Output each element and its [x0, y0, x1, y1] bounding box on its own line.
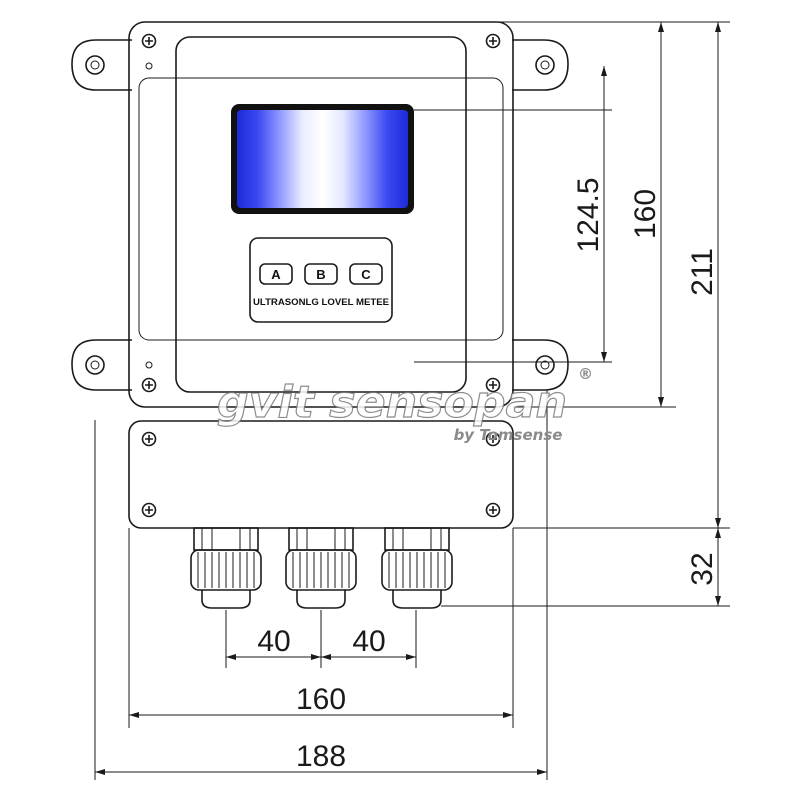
indicator-hole	[145, 62, 153, 70]
upper-housing-lid	[175, 36, 467, 393]
dimension-lines	[95, 22, 721, 775]
dim-label-width-inner: 160	[296, 683, 346, 716]
indicator-hole	[145, 361, 153, 369]
screw-icon	[141, 377, 157, 393]
screw-icon	[141, 502, 157, 518]
dim-label-height-upper: 160	[629, 189, 662, 239]
lcd-screen	[237, 110, 408, 208]
screw-icon	[141, 33, 157, 49]
cable-gland-middle	[285, 527, 357, 609]
mounting-ear-top-left	[71, 39, 132, 91]
upper-housing-inner	[138, 77, 504, 341]
cable-gland-right	[381, 527, 453, 609]
keypad-panel	[249, 237, 393, 323]
screw-icon	[485, 502, 501, 518]
screw-icon	[485, 431, 501, 447]
button-b-label: B	[316, 267, 325, 282]
screw-icon	[485, 377, 501, 393]
mounting-ear-bottom-left	[71, 339, 132, 391]
dim-label-height-glands: 32	[686, 552, 719, 585]
screw-icon	[485, 33, 501, 49]
mounting-ear-top-right	[512, 39, 569, 91]
button-c[interactable]: C	[349, 263, 383, 285]
button-c-label: C	[361, 267, 371, 282]
dim-label-spacing-right: 40	[352, 625, 385, 658]
dim-label-height-total: 211	[686, 248, 719, 296]
cable-gland-left	[190, 527, 262, 609]
screw-icon	[141, 431, 157, 447]
button-b[interactable]: B	[304, 263, 338, 285]
panel-caption: ULTRASONLG LOVEL METEE	[253, 297, 389, 308]
button-a[interactable]: A	[259, 263, 293, 285]
dim-label-width-total: 188	[296, 740, 346, 773]
watermark-brand: gvit sensopan	[217, 377, 567, 428]
button-a-label: A	[271, 267, 281, 282]
watermark-byline: by Tomsense	[454, 426, 563, 444]
upper-housing-outer	[128, 21, 514, 408]
registered-mark: ®	[578, 365, 593, 383]
extension-lines	[94, 21, 730, 780]
mounting-ear-bottom-right	[512, 339, 569, 391]
dim-label-spacing-left: 40	[257, 625, 290, 658]
dim-label-height-screen: 124.5	[572, 177, 605, 252]
brand-watermark: gvit sensopan ® by Tomsense	[216, 365, 593, 444]
